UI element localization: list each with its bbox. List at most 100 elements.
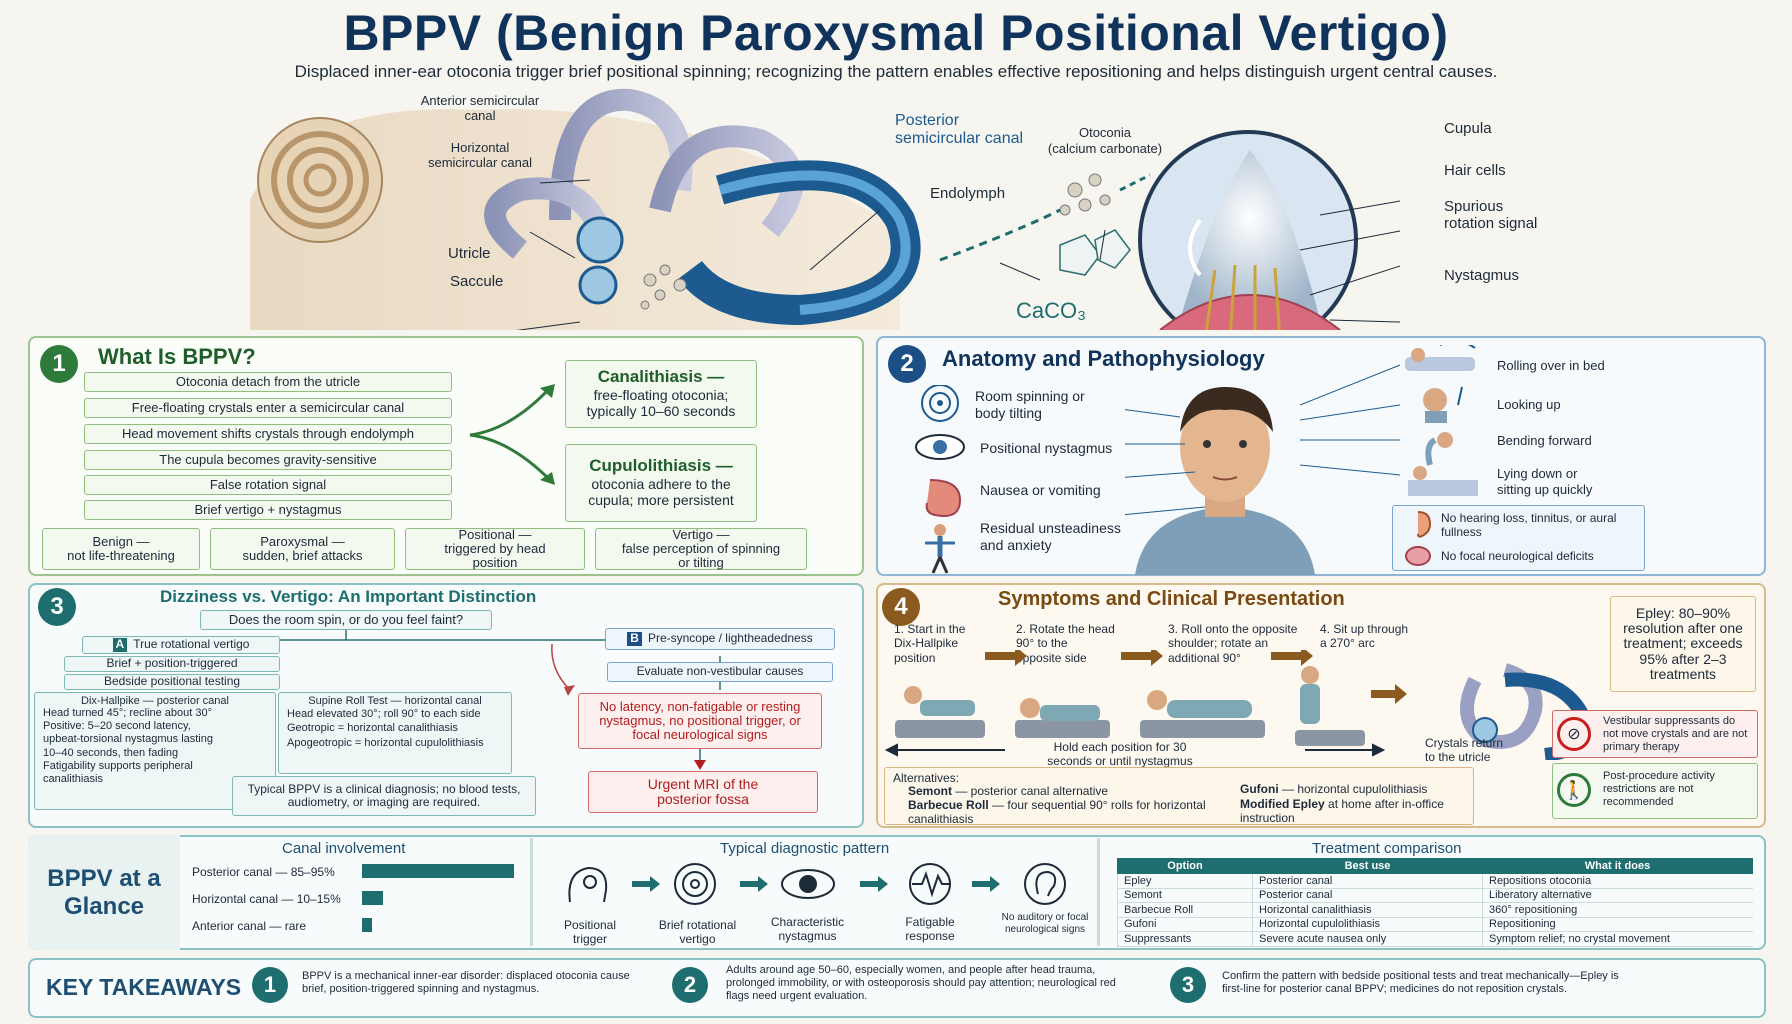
waveform-icon bbox=[909, 863, 951, 905]
tx-cell: Barbecue Roll bbox=[1117, 902, 1253, 918]
roll-title: Supine Roll Test — horizontal canal bbox=[308, 695, 482, 707]
epley-step-4: 4. Sit up through a 270° arc bbox=[1320, 622, 1410, 651]
dix-line-1: Head turned 45°; recline about 30° bbox=[43, 707, 213, 720]
epley-step-2-text: Rotate the head 90° to the opposite side bbox=[1016, 622, 1115, 665]
branch-b-step-2: Evaluate non-vestibular causes bbox=[607, 662, 833, 682]
divider bbox=[1097, 838, 1100, 946]
walking-person-icon: 🚶 bbox=[1557, 773, 1591, 807]
tx-cell: Posterior canal bbox=[1252, 873, 1483, 889]
negative-finding-2: No focal neurological deficits bbox=[1441, 549, 1594, 563]
term-positional-name: Positional — bbox=[458, 526, 532, 542]
activity-note-text: Post-procedure activity restrictions are… bbox=[1603, 770, 1715, 809]
trigger-4: Lying down or sitting up quickly bbox=[1497, 466, 1593, 497]
label-utricle: Utricle bbox=[448, 245, 491, 262]
canal-posterior-bar bbox=[362, 864, 514, 878]
utricle-icon bbox=[576, 216, 624, 264]
term-positional: Positional — triggered by head position bbox=[405, 526, 585, 571]
label-otoconia-sub: (calcium carbonate) bbox=[1047, 141, 1163, 156]
lying-down-icon bbox=[1408, 466, 1478, 496]
canal-horizontal-label: Horizontal canal — 10–15% bbox=[192, 892, 341, 906]
flow-arrow-icon bbox=[939, 208, 1061, 262]
alt-barbecue: Barbecue Roll — four sequential 90° roll… bbox=[908, 798, 1208, 827]
tx-cell: Posterior canal bbox=[1252, 888, 1483, 903]
term-benign-def: not life-threatening bbox=[67, 548, 175, 563]
epley-step-3-text: Roll onto the opposite shoulder; rotate … bbox=[1168, 622, 1298, 665]
brain-icon bbox=[1405, 546, 1431, 566]
epley-success-box: Epley: 80–90% resolution after one treat… bbox=[1610, 596, 1756, 692]
suppressants-warning-text: Vestibular suppressants do not move crys… bbox=[1603, 715, 1748, 754]
dix-line-2: Positive: 5–20 second latency, bbox=[43, 720, 191, 733]
trigger-1: Rolling over in bed bbox=[1497, 358, 1605, 373]
panel-2-title: Anatomy and Pathophysiology bbox=[942, 346, 1265, 371]
what-step-3: Head movement shifts crystals through en… bbox=[84, 424, 452, 444]
canal-anterior-label: Anterior canal — rare bbox=[192, 919, 307, 933]
canalithiasis-box: Canalithiasis — free-floating otoconia; … bbox=[565, 360, 757, 428]
tx-header-option: Option bbox=[1117, 858, 1253, 874]
anatomy-symptom-4: Residual unsteadiness and anxiety bbox=[980, 520, 1121, 553]
question-box: Does the room spin, or do you feel faint… bbox=[200, 610, 492, 630]
clinical-diagnosis-note: Typical BPPV is a clinical diagnosis; no… bbox=[232, 776, 536, 816]
tx-cell: Horizontal canalithiasis bbox=[1252, 902, 1483, 918]
rolling-bed-icon bbox=[1405, 345, 1476, 371]
tx-cell: Suppressants bbox=[1117, 931, 1253, 947]
takeaway-1-number: 1 bbox=[252, 967, 288, 1003]
page-subtitle: Displaced inner-ear otoconia trigger bri… bbox=[294, 62, 1498, 81]
canal-posterior-label: Posterior canal — 85–95% bbox=[192, 865, 335, 879]
branch-arrows-icon bbox=[469, 384, 555, 485]
epley-step-2-number: 2. bbox=[1016, 622, 1027, 636]
label-anterior-canal: Anterior semicircular canal bbox=[420, 93, 540, 123]
what-step-4: The cupula becomes gravity-sensitive bbox=[84, 450, 452, 470]
branch-b-box: B Pre-syncope / lightheadedness bbox=[605, 628, 835, 650]
term-vertigo-def: false perception of spinning or tilting bbox=[621, 540, 781, 571]
person-unsteady-icon bbox=[925, 524, 955, 574]
tx-cell: Gufoni bbox=[1117, 917, 1253, 932]
semicircular-canals-icon bbox=[484, 88, 804, 259]
dix-line-5: Fatigability supports peripheral bbox=[43, 759, 193, 772]
term-paroxysmal: Paroxysmal — sudden, brief attacks bbox=[210, 528, 395, 570]
diag-step-4: Fatigable response bbox=[905, 915, 955, 944]
red-flags-box: No latency, non-fatigable or resting nys… bbox=[578, 693, 822, 749]
trigger-3: Bending forward bbox=[1497, 433, 1592, 448]
epley-step-4-number: 4. bbox=[1320, 622, 1331, 636]
alt-barbecue-name: Barbecue Roll bbox=[908, 798, 989, 812]
tx-header-best-use: Best use bbox=[1252, 858, 1483, 874]
branch-b-label: Pre-syncope / lightheadedness bbox=[647, 631, 813, 646]
panel-3-title: Dizziness vs. Vertigo: An Important Dist… bbox=[160, 587, 537, 606]
term-paroxysmal-def: sudden, brief attacks bbox=[242, 548, 363, 563]
tx-cell: Horizontal cupulolithiasis bbox=[1252, 917, 1483, 932]
panel-4-number: 4 bbox=[882, 588, 920, 626]
roll-line-2: Geotropic = horizontal canalithiasis bbox=[287, 722, 458, 735]
cupulolithiasis-box: Cupulolithiasis — otoconia adhere to the… bbox=[565, 444, 757, 522]
what-step-5: False rotation signal bbox=[84, 475, 452, 495]
glance-label: BPPV at a Glance bbox=[28, 835, 180, 950]
epley-step-2: 2. Rotate the head 90° to the opposite s… bbox=[1016, 622, 1116, 665]
dix-hallpike-box: Dix-Hallpike — posterior canal Head turn… bbox=[34, 692, 276, 810]
panel-2-number: 2 bbox=[888, 345, 926, 383]
no-pills-icon: ⊘ bbox=[1557, 717, 1591, 751]
branch-a-box: A True rotational vertigo bbox=[82, 636, 280, 654]
tx-header-what: What it does bbox=[1482, 858, 1753, 874]
branch-a-label: True rotational vertigo bbox=[133, 637, 250, 652]
term-vertigo-name: Vertigo — bbox=[672, 526, 730, 542]
head-icon bbox=[568, 866, 608, 903]
tx-cell: Severe acute nausea only bbox=[1252, 931, 1483, 947]
epley-step-3-number: 3. bbox=[1168, 622, 1179, 636]
panel-3-number: 3 bbox=[38, 588, 76, 626]
cochlea-icon bbox=[257, 117, 383, 243]
spiral-icon bbox=[921, 385, 959, 422]
saccule-icon bbox=[578, 265, 618, 305]
canal-horizontal-bar bbox=[362, 891, 383, 905]
spiral-vertigo-icon bbox=[674, 863, 716, 905]
alt-semont-desc: — posterior canal alternative bbox=[952, 784, 1109, 798]
label-spurious-signal: Spurious rotation signal bbox=[1444, 198, 1538, 233]
step-arrows-icon bbox=[985, 650, 1407, 704]
term-positional-def: triggered by head position bbox=[444, 540, 546, 571]
dix-title: Dix-Hallpike — posterior canal bbox=[81, 695, 229, 707]
alternatives-box: Alternatives: bbox=[884, 767, 1474, 825]
epley-step-1-text: Start in the Dix-Hallpike position bbox=[894, 622, 966, 665]
cupulolithiasis-title: Cupulolithiasis — bbox=[589, 455, 733, 475]
stomach-icon bbox=[925, 479, 962, 517]
patient-position-icons bbox=[895, 666, 1365, 746]
